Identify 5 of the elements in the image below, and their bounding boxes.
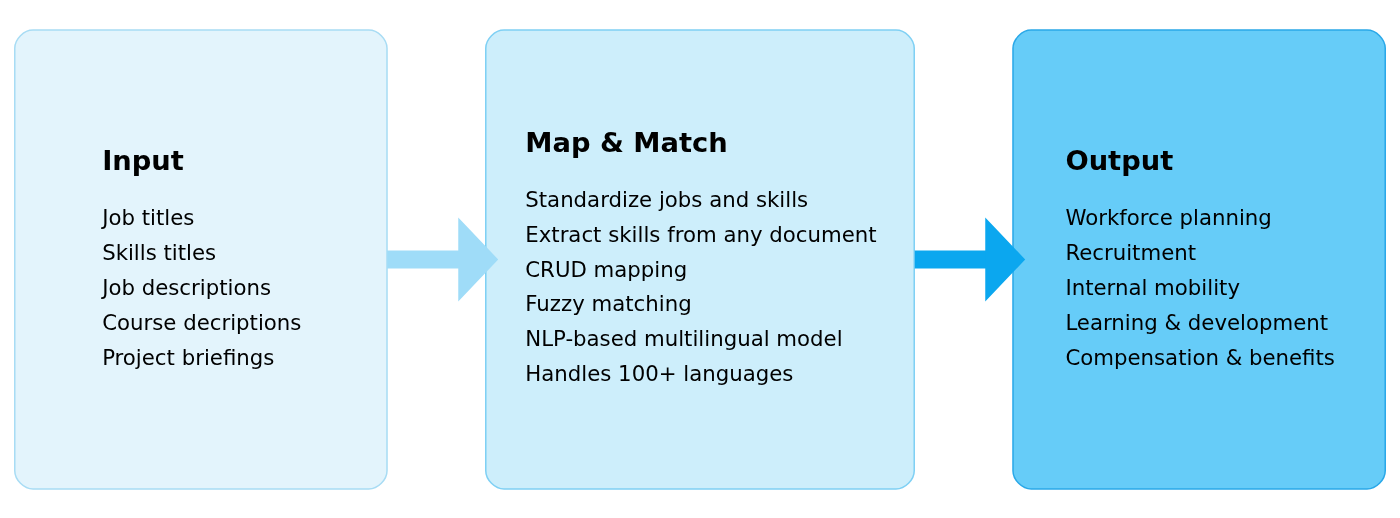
arrow [387, 217, 499, 301]
node-box: Output Workforce planning Recruitment Internal mobility Learning & development Compensation & benefits [1012, 28, 1386, 490]
node-box: Map & Match Standardize jobs and skills Extract skills from any document CRUD mapping Fuzzy matching NLP-based multilingual model Handles 100+ languages [485, 28, 915, 490]
node-box: Input Job titles Skills titles Job descriptions Course decriptions Project briefings [14, 28, 388, 490]
arrow [914, 217, 1026, 301]
